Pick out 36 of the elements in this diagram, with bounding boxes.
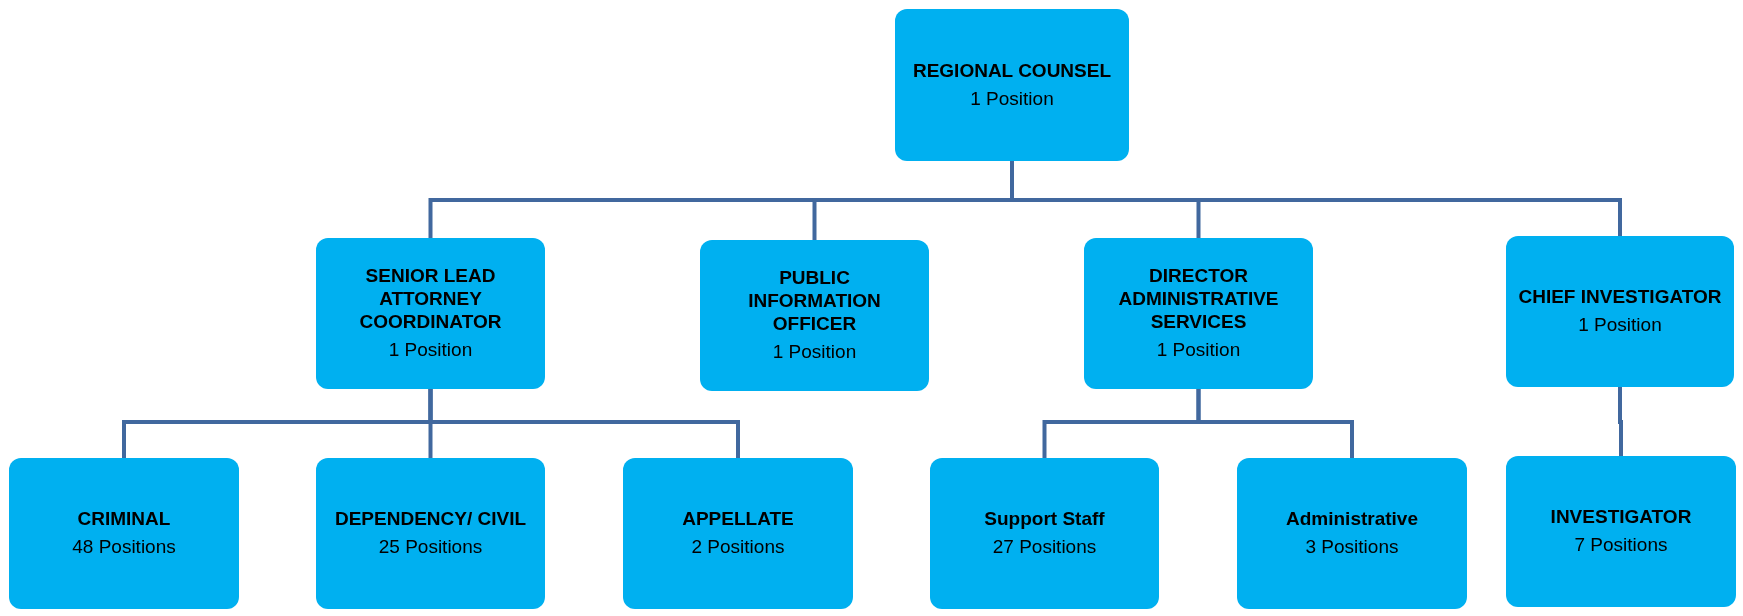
position-count: 1 Position (388, 338, 473, 362)
role-title: Administrative (1286, 507, 1418, 530)
position-count: 3 Positions (1305, 535, 1399, 559)
position-count: 48 Positions (72, 535, 176, 559)
role-title: SENIOR LEAD ATTORNEY COORDINATOR (358, 264, 503, 333)
position-count: 1 Position (970, 86, 1054, 111)
position-count: 7 Positions (1574, 533, 1668, 557)
connector-line (428, 389, 740, 458)
position-box (623, 458, 853, 609)
position-box (316, 238, 545, 389)
position-count: 1 Position (772, 340, 857, 364)
position-box (1506, 236, 1734, 387)
connector-line (1618, 387, 1623, 456)
position-box (316, 458, 545, 609)
position-count: 1 Position (1156, 338, 1241, 362)
position-box (1084, 238, 1313, 389)
position-box (930, 458, 1159, 609)
connector-line (1196, 389, 1354, 458)
position-box (1237, 458, 1467, 609)
role-title: CRIMINAL (77, 507, 171, 530)
role-title: APPELLATE (682, 507, 794, 530)
position-box (895, 9, 1129, 161)
position-count: 27 Positions (992, 535, 1097, 559)
role-title: Support Staff (984, 507, 1105, 530)
position-count: 2 Positions (691, 535, 785, 559)
position-count: 25 Positions (378, 535, 483, 559)
role-title: INVESTIGATOR (1550, 505, 1692, 528)
role-title: DEPENDENCY/ CIVIL (334, 507, 527, 530)
position-box (9, 458, 239, 609)
role-title: CHIEF INVESTIGATOR (1518, 285, 1722, 308)
position-box (700, 240, 929, 391)
role-title: PUBLIC INFORMATION OFFICER (747, 266, 882, 335)
role-title: REGIONAL COUNSEL (912, 58, 1112, 82)
position-box (1506, 456, 1736, 607)
position-count: 1 Position (1578, 313, 1662, 337)
role-title: DIRECTOR ADMINISTRATIVE SERVICES (1117, 264, 1280, 333)
